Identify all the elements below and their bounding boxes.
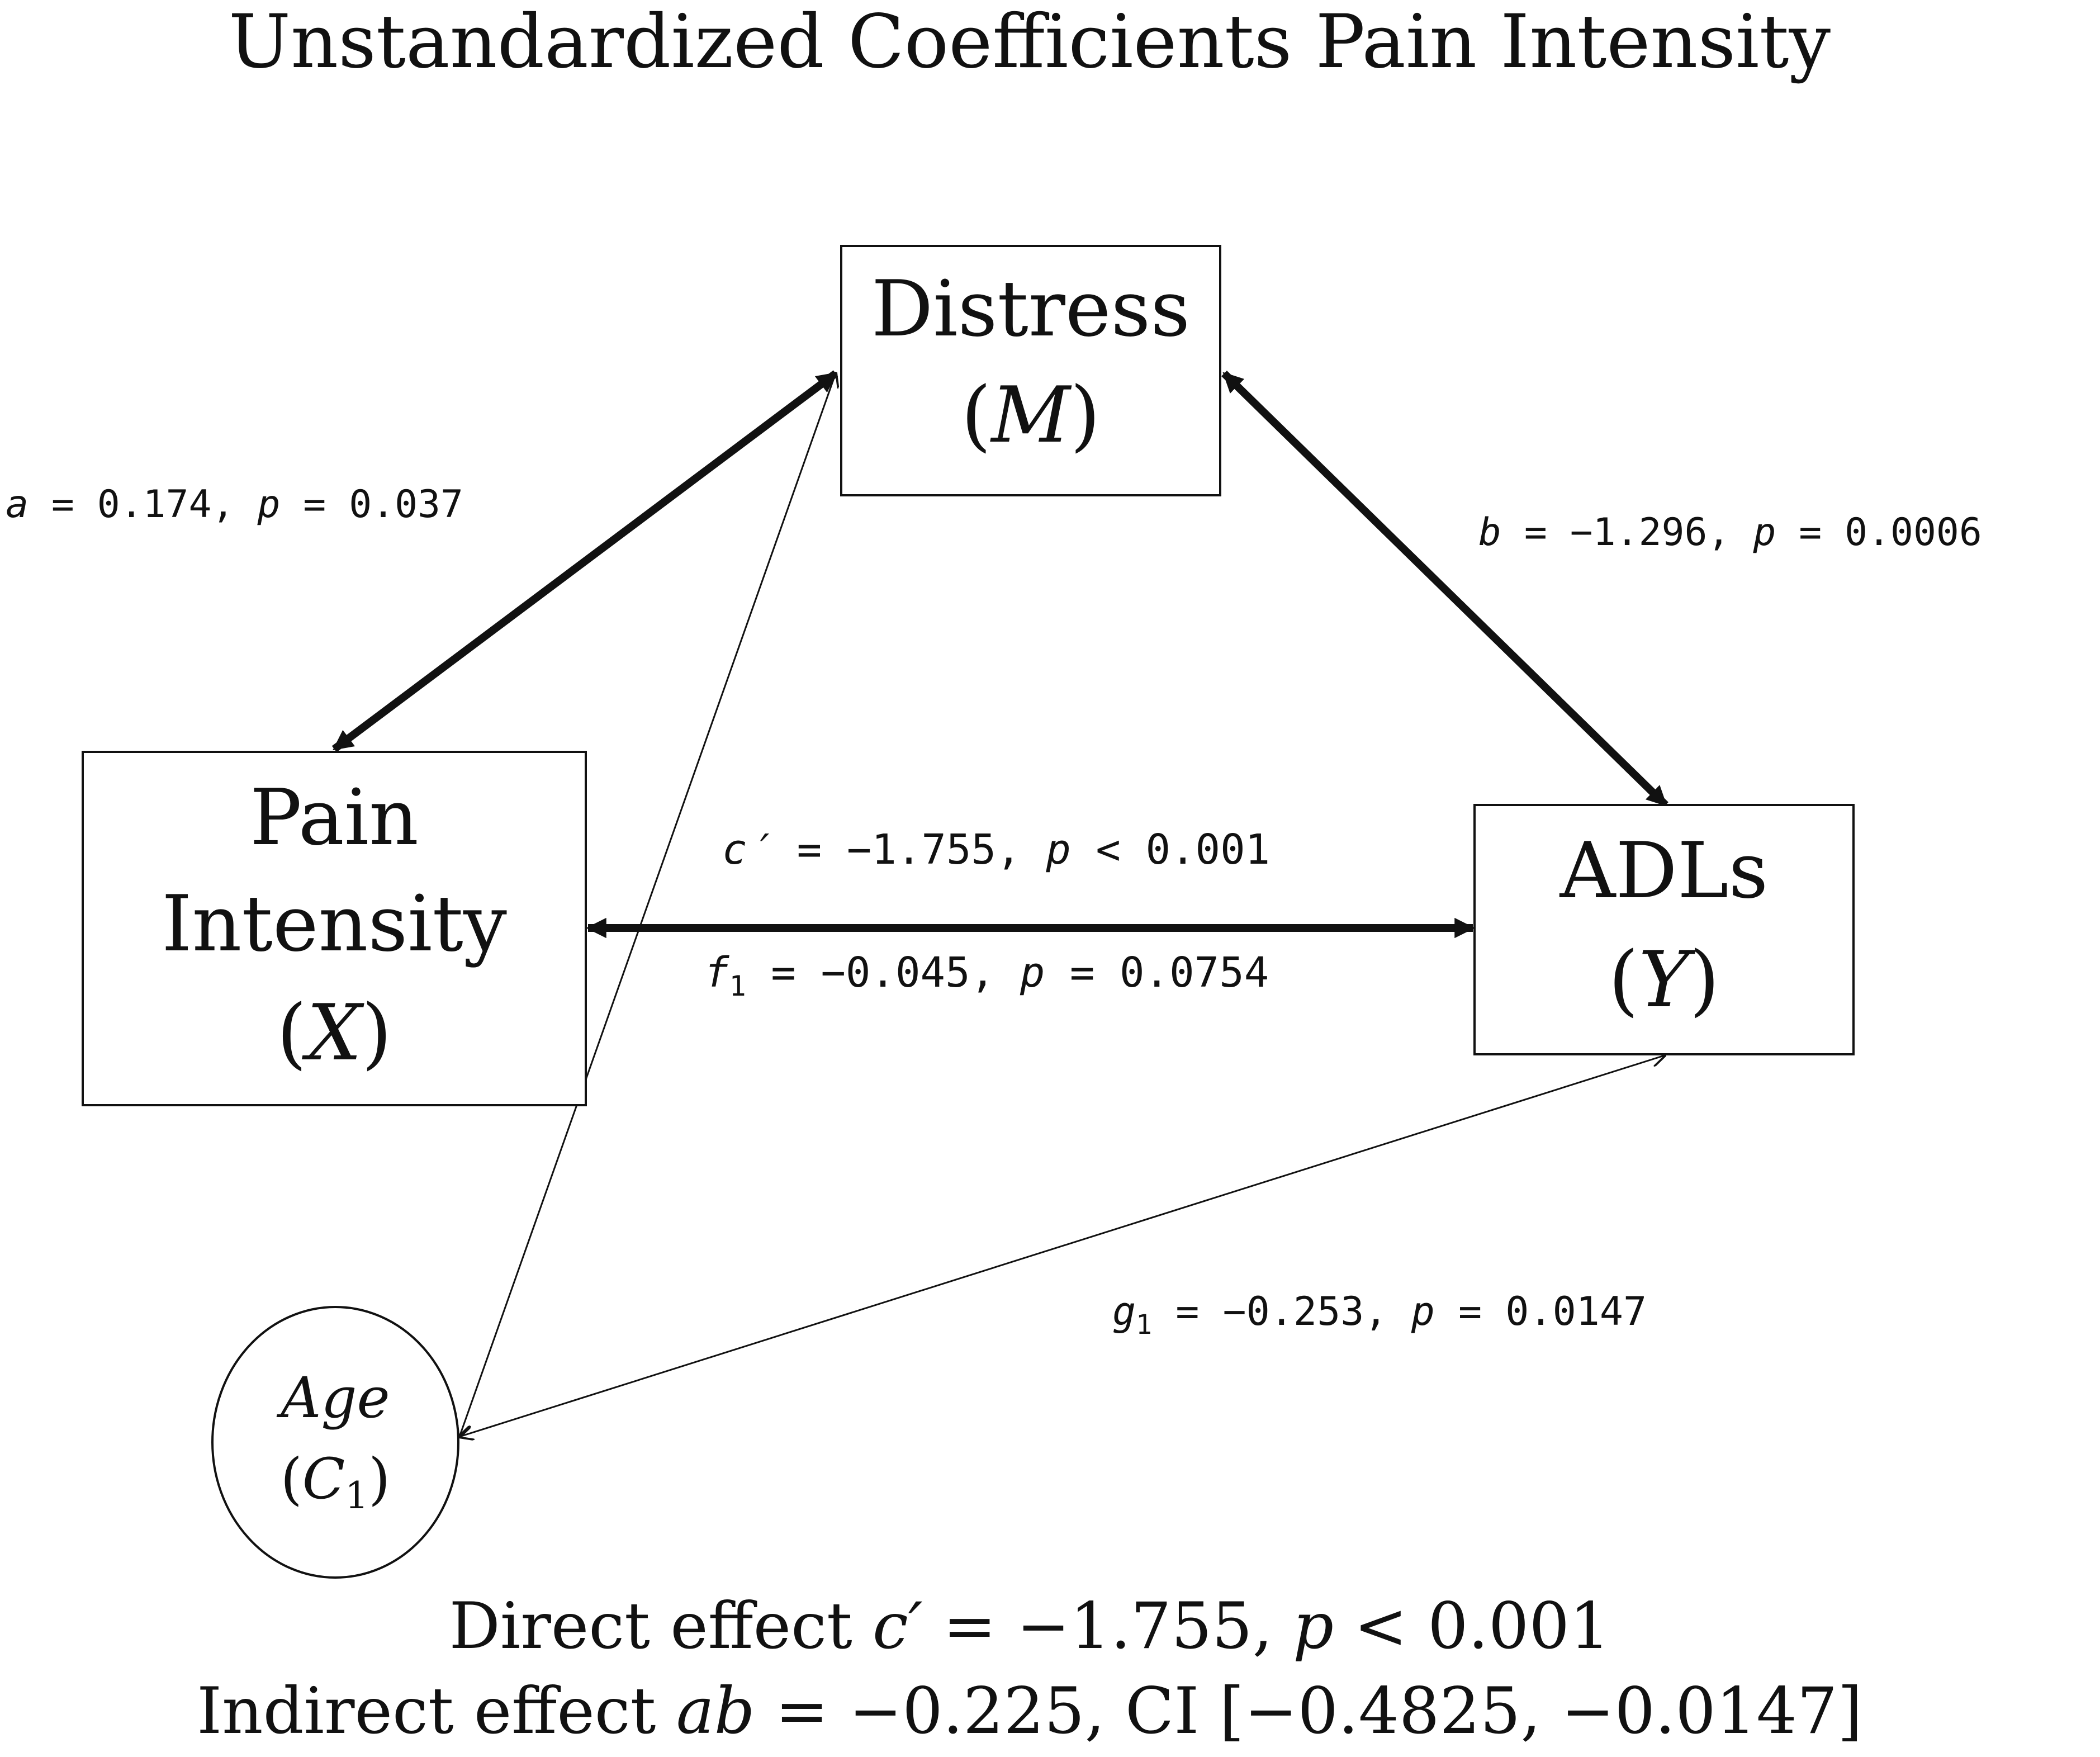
predictor-node: Pain Intensity (X) [82,751,587,1106]
path-a-label: a = 0.174, p = 0.037 [6,482,463,527]
predictor-symbol: (X) [277,988,392,1078]
outcome-node: ADLs (Y) [1473,804,1855,1055]
outcome-symbol: (Y) [1609,935,1720,1025]
path-b-label: b = −1.296, p = 0.0006 [1478,510,1982,555]
mediator-symbol: (M) [961,370,1101,460]
mediator-label: Distress [871,264,1190,354]
outcome-label: ADLs [1559,826,1769,916]
path-f1-label: f1 = −0.045, p = 0.0754 [704,949,1269,1002]
predictor-label-line1: Pain [250,773,419,863]
predictor-label-line2: Intensity [162,879,507,969]
mediator-node: Distress (M) [840,245,1221,496]
path-g1-label: g1 = −0.253, p = 0.0147 [1112,1289,1647,1341]
indirect-effect-summary: Indirect effect ab = −0.225, CI [−0.4825… [197,1674,1862,1748]
covariate-node: Age (C1) [211,1306,459,1579]
path-c-prime-label: c′ = −1.755, p < 0.001 [722,826,1270,874]
diagram-title: Unstandardized Coefficients Pain Intensi… [229,0,1831,85]
covariate-label: Age [276,1365,390,1431]
path-b-arrow [1221,370,1668,808]
direct-effect-summary: Direct effect c′ = −1.755, p < 0.001 [449,1589,1610,1663]
covariate-symbol: (C1) [281,1446,391,1517]
path-a-arrow [331,370,838,752]
path-g1-arrow [459,1055,1665,1437]
